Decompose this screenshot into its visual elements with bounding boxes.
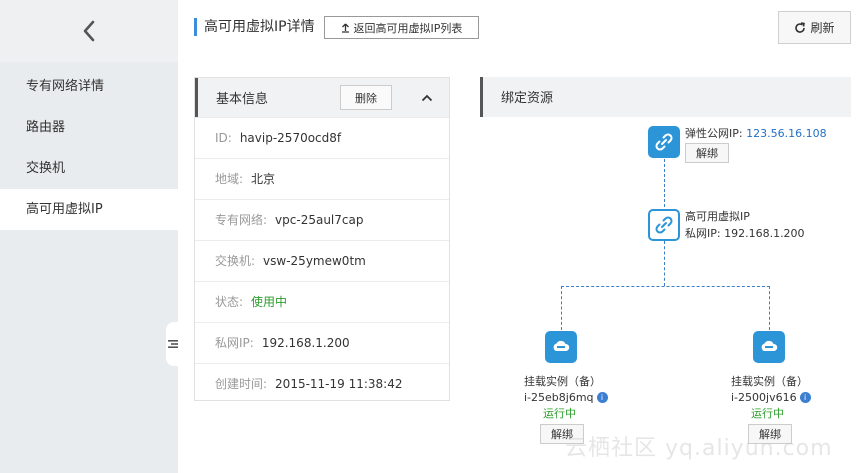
info-label: 状态: [215,295,244,309]
instance-2-id: i-2500jv616 [731,391,797,404]
title-accent-bar [194,18,197,36]
sidebar-item-vswitch[interactable]: 交换机 [26,161,66,176]
info-label: 创建时间: [215,377,268,391]
sidebar-item-havip[interactable]: 高可用虚拟IP [0,189,178,230]
refresh-label: 刷新 [810,21,835,35]
cloud-server-icon [553,340,570,351]
info-row-region: 地域: 北京 [195,158,449,199]
refresh-button[interactable]: 刷新 [778,11,851,44]
info-row-id: ID: havip-2570ocd8f [195,117,449,158]
havip-node-icon [648,209,680,241]
connector-line [561,286,562,330]
sidebar-item-router[interactable]: 路由器 [26,120,66,135]
info-label: 地域: [215,172,244,186]
info-row-vswitch: 交换机: vsw-25ymew0tm [195,240,449,281]
eip-unbind-button[interactable]: 解绑 [685,143,729,163]
instance-2-status: 运行中 [751,407,784,420]
chevron-up-icon [421,94,433,101]
instance-1-role: 挂载实例（备） [524,375,601,388]
delete-button[interactable]: 删除 [340,85,392,110]
info-row-created: 创建时间: 2015-11-19 11:38:42 [195,363,449,404]
instance-2-unbind-button[interactable]: 解绑 [748,424,792,444]
eip-label: 弹性公网IP: [685,127,743,140]
page-title: 高可用虚拟IP详情 [204,19,315,35]
info-value: havip-2570ocd8f [239,131,342,145]
info-label: 私网IP: [215,336,254,350]
instance-2-icon [753,331,785,363]
info-label: ID: [215,131,232,145]
eip-address-link[interactable]: 123.56.16.108 [746,127,827,140]
basic-info-title: 基本信息 [216,92,269,107]
instance-1-id: i-25eb8j6mq [524,391,594,404]
info-value: 192.168.1.200 [261,336,350,350]
havip-node-private-ip: 私网IP: 192.168.1.200 [685,227,805,240]
menu-icon [168,340,178,348]
info-value: vpc-25aul7cap [275,213,364,227]
eip-node-icon [648,126,680,158]
return-arrow-icon [341,23,349,33]
connector-line [664,159,665,207]
instance-1-unbind-button[interactable]: 解绑 [540,424,584,444]
info-label: 专有网络: [215,213,268,227]
status-value: 使用中 [251,295,288,309]
info-icon[interactable]: i [596,392,608,403]
sidebar: 专有网络详情 路由器 交换机 高可用虚拟IP [0,0,178,473]
cloud-server-icon [761,340,778,351]
watermark: 云栖社区 yq.aliyun.com [565,436,833,461]
connector-line [664,241,665,286]
bound-resources-header: 绑定资源 [480,77,851,117]
sidebar-item-vpc-details[interactable]: 专有网络详情 [26,79,105,94]
link-icon [655,216,673,234]
eip-label-line: 弹性公网IP: 123.56.16.108 [685,126,827,141]
instance-2-role: 挂载实例（备） [731,375,808,388]
connector-line [561,286,770,287]
link-icon [655,133,673,151]
collapse-panel-button[interactable] [412,85,442,110]
topology-diagram: 弹性公网IP: 123.56.16.108 解绑 高可用虚拟IP 私网IP: 1… [480,117,860,473]
connector-line [769,286,770,330]
refresh-icon [795,21,806,33]
info-value: 北京 [251,172,276,186]
back-to-list-button[interactable]: 返回高可用虚拟IP列表 [324,16,479,39]
basic-info-panel: 基本信息 删除 ID: havip-2570ocd8f 地域: 北京 专有网络: vp… [194,77,450,401]
info-icon[interactable]: i [799,392,811,403]
sidebar-collapse-toggle[interactable] [166,322,180,366]
info-label: 交换机: [215,254,256,268]
info-value: 2015-11-19 11:38:42 [275,377,403,391]
info-value: vsw-25ymew0tm [263,254,366,268]
bound-resources-title: 绑定资源 [501,91,554,106]
basic-info-header: 基本信息 删除 [195,78,449,117]
back-to-list-label: 返回高可用虚拟IP列表 [353,21,463,35]
info-row-vpc: 专有网络: vpc-25aul7cap [195,199,449,240]
havip-node-name: 高可用虚拟IP [685,210,750,223]
back-button[interactable] [0,0,178,62]
chevron-left-icon [83,20,95,42]
info-row-private-ip: 私网IP: 192.168.1.200 [195,322,449,363]
info-row-status: 状态: 使用中 [195,281,449,322]
instance-1-icon [545,331,577,363]
instance-1-status: 运行中 [543,407,576,420]
